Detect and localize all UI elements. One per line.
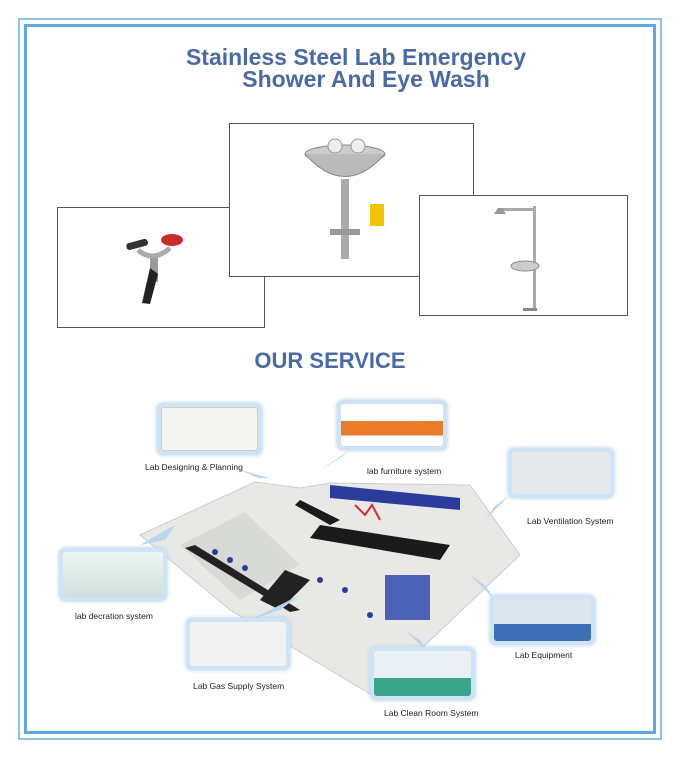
service-label-equipment: Lab Equipment bbox=[515, 650, 573, 660]
service-title: OUR SERVICE bbox=[254, 348, 406, 373]
title-line-2: Shower And Eye Wash bbox=[242, 66, 490, 92]
service-thumb-gas bbox=[186, 618, 290, 670]
service-label-decoration: lab decration system bbox=[75, 611, 153, 621]
shower-icon bbox=[494, 206, 540, 311]
service-thumb-furniture bbox=[337, 400, 447, 450]
service-thumb-decoration bbox=[59, 548, 167, 601]
service-label-cleanroom: Lab Clean Room System bbox=[384, 708, 479, 718]
eyewash-icon bbox=[126, 234, 183, 304]
service-label-gas: Lab Gas Supply System bbox=[193, 681, 285, 691]
outer-frame bbox=[18, 18, 662, 740]
service-label-design: Lab Designing & Planning bbox=[145, 462, 243, 472]
service-label-ventilation: Lab Ventilation System bbox=[527, 516, 614, 526]
service-thumb-ventilation bbox=[508, 448, 614, 498]
inner-frame bbox=[24, 24, 656, 734]
service-thumb-design bbox=[157, 403, 262, 455]
product-image-shower-eyewash bbox=[419, 195, 628, 316]
eyewash-bowl-icon bbox=[304, 138, 386, 259]
service-thumb-equipment bbox=[490, 595, 595, 645]
title-line-1: Stainless Steel Lab Emergency bbox=[185, 44, 527, 70]
service-thumb-cleanroom bbox=[370, 647, 475, 700]
service-label-furniture: lab furniture system bbox=[367, 466, 442, 476]
